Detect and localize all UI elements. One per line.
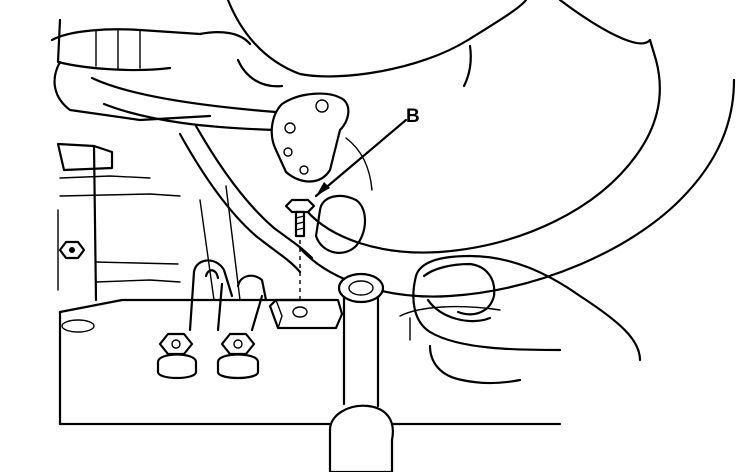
engine-block [50, 0, 528, 302]
hose-clamps [156, 259, 268, 380]
stabilizer-bushing [409, 254, 642, 385]
stabilizer-link [328, 272, 394, 472]
flange-bolt [284, 198, 316, 300]
callout-b-label: B [406, 106, 420, 127]
stabilizer-bar [298, 0, 736, 298]
bracket-plate [270, 92, 373, 191]
subframe-panel [58, 298, 562, 426]
callout-b: B [314, 106, 420, 198]
engine-mount-nut [58, 240, 86, 260]
nut-clip [268, 298, 344, 330]
